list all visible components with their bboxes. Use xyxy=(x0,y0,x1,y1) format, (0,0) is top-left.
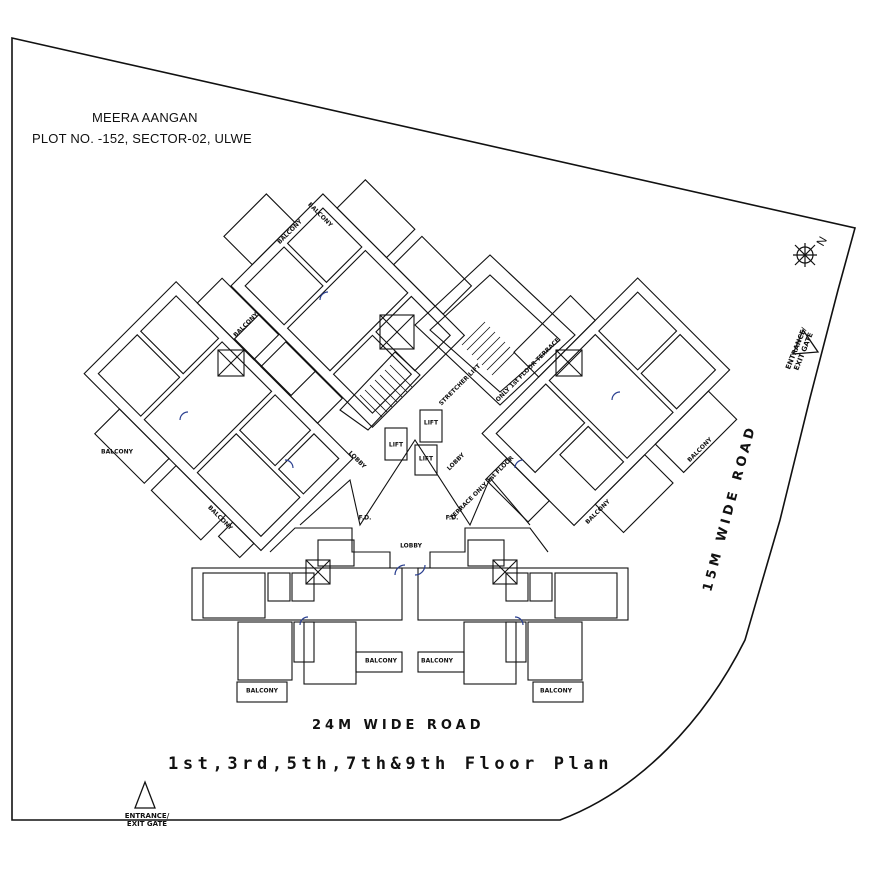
gate-label-line: ENTRANCE/ xyxy=(124,812,170,820)
gate-label-bottom-left: ENTRANCE/ EXIT GATE xyxy=(112,812,182,828)
road-label-24m: 24M WIDE ROAD xyxy=(312,718,485,733)
door-arcs xyxy=(179,291,621,626)
tower-left xyxy=(83,277,354,559)
lobby-label: LOBBY xyxy=(400,542,422,550)
central-core xyxy=(217,254,583,527)
balcony-label: BALCONY xyxy=(421,657,453,665)
staircase-right xyxy=(461,321,516,376)
gate-right-icon xyxy=(791,328,820,355)
gate-label-line: EXIT GATE xyxy=(126,820,168,828)
balcony-label: BALCONY xyxy=(365,657,397,665)
lift-label: LIFT xyxy=(423,419,439,427)
balcony-label: BALCONY xyxy=(101,448,133,456)
gate-bottom-icon xyxy=(134,780,156,809)
fd-label: F.D. xyxy=(445,514,459,522)
floor-plan-title: 1st,3rd,5th,7th&9th Floor Plan xyxy=(168,754,614,774)
balcony-label: BALCONY xyxy=(540,687,572,695)
staircase-left xyxy=(359,364,413,418)
plot-boundary xyxy=(11,36,856,821)
north-label: N xyxy=(813,234,829,249)
balcony-label: BALCONY xyxy=(246,687,278,695)
north-arrow-icon xyxy=(793,243,817,267)
project-name: MEERA AANGAN xyxy=(92,110,198,125)
bottom-wings xyxy=(191,527,629,703)
tower-right xyxy=(481,277,738,534)
lift-label: LIFT xyxy=(388,441,404,449)
fd-label: F.D. xyxy=(358,514,372,522)
project-plot: PLOT NO. -152, SECTOR-02, ULWE xyxy=(32,131,252,146)
lift-label: LIFT xyxy=(418,455,434,463)
